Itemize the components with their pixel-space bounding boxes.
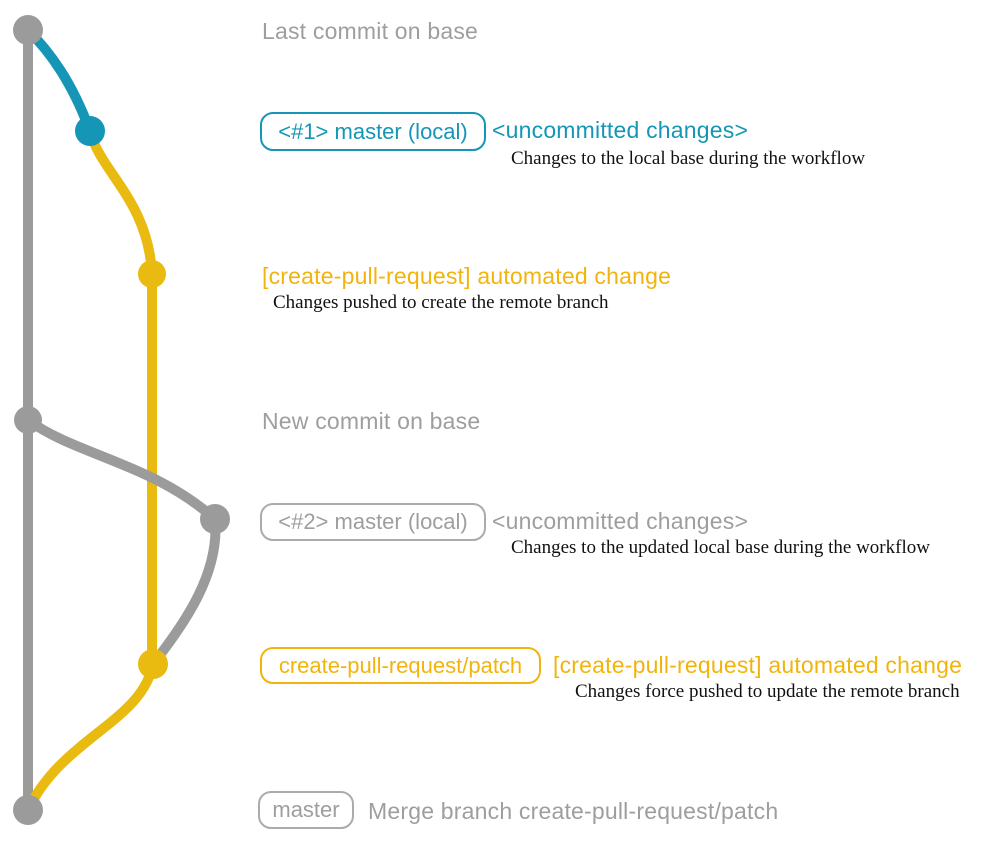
commit-dot-force-pushed bbox=[138, 649, 168, 679]
label-new-commit-on-base: New commit on base bbox=[262, 408, 481, 434]
commit-dot-last-base bbox=[13, 15, 43, 45]
commit4-title: [create-pull-request] automated change bbox=[553, 652, 963, 678]
branch-tag-create-pull-request-patch: create-pull-request/patch bbox=[260, 647, 541, 684]
patch-branch-segment-upper bbox=[85, 129, 157, 275]
commit-dot-pushed bbox=[138, 260, 166, 288]
label-merge-branch: Merge branch create-pull-request/patch bbox=[368, 798, 779, 824]
branch-tag-create-pull-request-patch-label: create-pull-request/patch bbox=[278, 652, 523, 678]
merge-segment-yellow bbox=[23, 662, 158, 813]
commit2-title: [create-pull-request] automated change bbox=[262, 263, 672, 289]
branch-tag-master-local-2: <#2> master (local) bbox=[260, 503, 486, 541]
branch-tag-master-local-1: <#1> master (local) bbox=[260, 112, 486, 151]
label-last-commit-on-base: Last commit on base bbox=[262, 18, 479, 44]
commit3-title: <uncommitted changes> bbox=[492, 508, 749, 534]
branch-tag-master-label: master bbox=[272, 797, 340, 822]
local-branch-segment-teal bbox=[24, 26, 95, 133]
commit-dot-new-base bbox=[14, 406, 42, 434]
branch-tag-master-local-1-label: <#1> master (local) bbox=[278, 118, 468, 144]
commit-dot-uncommitted-1 bbox=[75, 116, 105, 146]
commit4-description: Changes force pushed to update the remot… bbox=[575, 681, 960, 702]
rebase-segment-to-patch bbox=[149, 518, 221, 668]
branch-tag-master-local-2-label: <#2> master (local) bbox=[278, 509, 468, 534]
commit3-description: Changes to the updated local base during… bbox=[511, 537, 930, 558]
commit1-title: <uncommitted changes> bbox=[492, 117, 749, 143]
commit-dot-merge bbox=[13, 795, 43, 825]
branch-tag-master: master bbox=[258, 791, 354, 829]
commit2-description: Changes pushed to create the remote bran… bbox=[273, 292, 609, 313]
rebase-segment-to-local2 bbox=[25, 415, 219, 523]
commit-dot-uncommitted-2 bbox=[200, 504, 230, 534]
commit1-description: Changes to the local base during the wor… bbox=[511, 148, 866, 169]
